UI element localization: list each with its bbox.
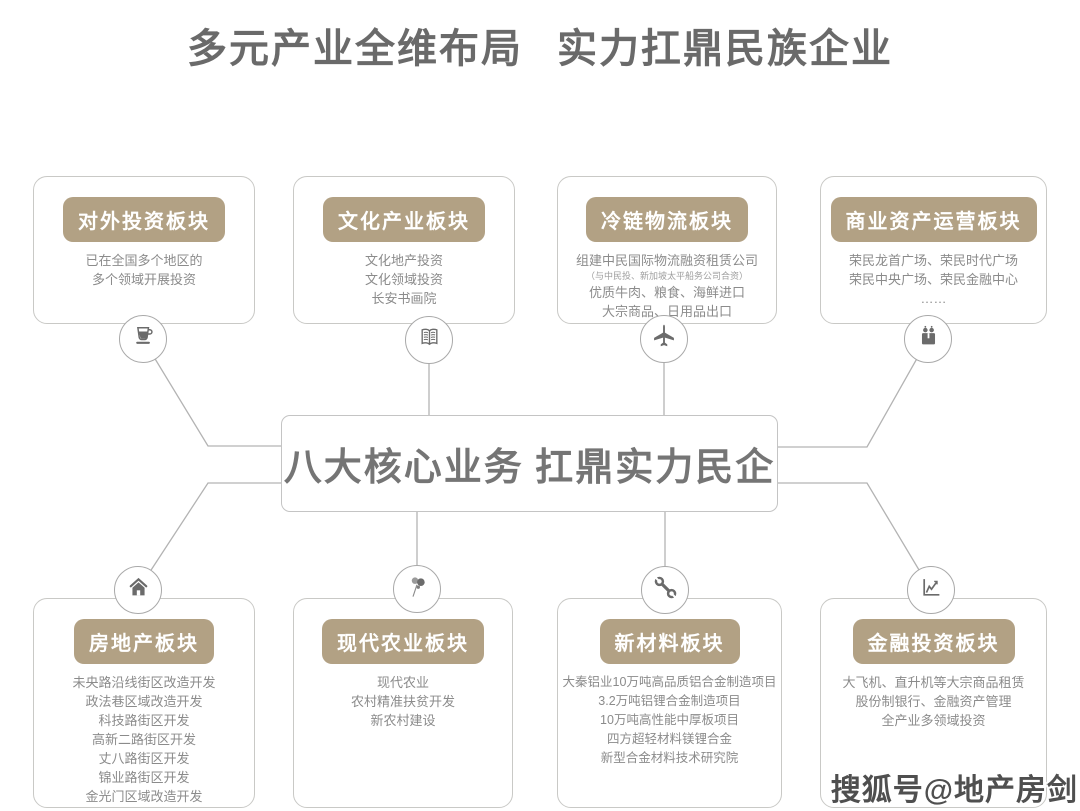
section-box-modern-agriculture: 现代农业板块 现代农业 农村精准扶贫开发 新农村建设 [293,598,513,808]
balloons-icon [404,573,431,605]
section-label: 商业资产运营板块 [830,197,1037,242]
section-label: 冷链物流板块 [586,197,748,242]
section-box-outbound-investment: 对外投资板块 已在全国多个地区的 多个领域开展投资 [33,176,255,324]
section-line: 大秦铝业10万吨高品质铝合金制造项目 [562,675,777,689]
section-box-commercial-asset-operation: 商业资产运营板块 荣民龙首广场、荣民时代广场 荣民中央广场、荣民金融中心 …… [820,176,1047,324]
icon-badge-modern-agriculture [393,565,441,613]
chart-icon [918,574,945,606]
center-label: 八大核心业务 扛鼎实力民企 [283,447,776,489]
section-label: 房地产板块 [74,619,214,664]
section-line: 新农村建设 [370,713,436,728]
title-part2: 实力扛鼎民族企业 [557,27,893,71]
section-label: 金融投资板块 [852,619,1015,664]
section-line: 荣民龙首广场、荣民时代广场 [848,253,1018,268]
section-line: 现代农业 [376,675,429,690]
title-part1: 多元产业全维布局 [187,27,523,71]
section-box-real-estate: 房地产板块 未央路沿线街区改造开发 政法巷区域改造开发 科技路街区开发 高新二路… [33,598,255,808]
section-box-cold-chain-logistics: 冷链物流板块 组建中民国际物流融资租赁公司 （与中民投、新加坡太平船务公司合资）… [557,176,777,324]
section-label: 文化产业板块 [323,197,485,242]
section-line: 长安书画院 [371,291,437,306]
section-line: 大飞机、直升机等大宗商品租赁 [842,675,1025,690]
section-line: 10万吨高性能中厚板项目 [600,713,739,727]
section-line: 组建中民国际物流融资租赁公司 [575,253,758,268]
section-line-small: （与中民投、新加坡太平船务公司合资） [585,271,748,281]
section-label: 新材料板块 [599,619,740,664]
section-line: 荣民中央广场、荣民金融中心 [848,272,1018,287]
page-title: 多元产业全维布局实力扛鼎民族企业 [0,16,1080,74]
section-body: 文化地产投资 文化领域投资 长安书画院 [294,251,514,308]
section-line: 丈八路街区开发 [98,751,190,766]
section-line: 四方超轻材料镁锂合金 [606,732,732,746]
section-line: …… [920,291,947,306]
section-line: 大宗商品、日用品出口 [601,304,732,319]
gift-icon [915,323,942,355]
section-body: 现代农业 农村精准扶贫开发 新农村建设 [294,673,512,730]
icon-badge-new-materials [641,566,689,614]
section-body: 大飞机、直升机等大宗商品租赁 股份制银行、金融资产管理 全产业多领域投资 [821,673,1046,730]
watermark: 搜狐号@地产房剑 [830,774,1078,807]
section-line: 3.2万吨铝锂合金制造项目 [598,694,741,708]
icon-badge-outbound-investment [119,315,167,363]
section-box-financial-investment: 金融投资板块 大飞机、直升机等大宗商品租赁 股份制银行、金融资产管理 全产业多领… [820,598,1047,808]
section-label: 现代农业板块 [322,619,484,664]
section-line: 文化领域投资 [364,272,443,287]
section-line: 未央路沿线街区改造开发 [72,675,216,690]
section-line: 金光门区域改造开发 [85,789,203,804]
section-box-new-materials: 新材料板块 大秦铝业10万吨高品质铝合金制造项目 3.2万吨铝锂合金制造项目 1… [557,598,782,808]
center-node: 八大核心业务 扛鼎实力民企 [281,415,778,512]
icon-badge-financial-investment [907,566,955,614]
icon-badge-commercial-asset-operation [904,315,952,363]
icon-badge-real-estate [114,566,162,614]
section-body: 已在全国多个地区的 多个领域开展投资 [34,251,254,289]
section-line: 科技路街区开发 [98,713,190,728]
section-line: 优质牛肉、粮食、海鲜进口 [588,285,745,300]
icon-badge-culture-industry [405,316,453,364]
section-line: 已在全国多个地区的 [85,253,203,268]
section-line: 政法巷区域改造开发 [85,694,203,709]
wrench-icon [652,574,679,606]
home-icon [125,574,152,606]
section-line: 全产业多领域投资 [881,713,986,728]
cup-icon [130,323,157,355]
airplane-icon [650,323,678,356]
section-line: 新型合金材料技术研究院 [600,751,739,765]
section-body: 大秦铝业10万吨高品质铝合金制造项目 3.2万吨铝锂合金制造项目 10万吨高性能… [558,673,781,768]
section-line: 股份制银行、金融资产管理 [855,694,1012,709]
section-label: 对外投资板块 [63,197,225,242]
section-line: 高新二路街区开发 [91,732,196,747]
section-body: 组建中民国际物流融资租赁公司 （与中民投、新加坡太平船务公司合资） 优质牛肉、粮… [558,251,776,321]
section-body: 未央路沿线街区改造开发 政法巷区域改造开发 科技路街区开发 高新二路街区开发 丈… [34,673,254,806]
section-box-culture-industry: 文化产业板块 文化地产投资 文化领域投资 长安书画院 [293,176,515,324]
icon-badge-cold-chain-logistics [640,315,688,363]
section-line: 文化地产投资 [364,253,443,268]
section-line: 多个领域开展投资 [91,272,196,287]
section-line: 农村精准扶贫开发 [350,694,455,709]
section-line: 锦业路街区开发 [98,770,190,785]
section-body: 荣民龙首广场、荣民时代广场 荣民中央广场、荣民金融中心 …… [821,251,1046,308]
book-icon [416,324,443,356]
